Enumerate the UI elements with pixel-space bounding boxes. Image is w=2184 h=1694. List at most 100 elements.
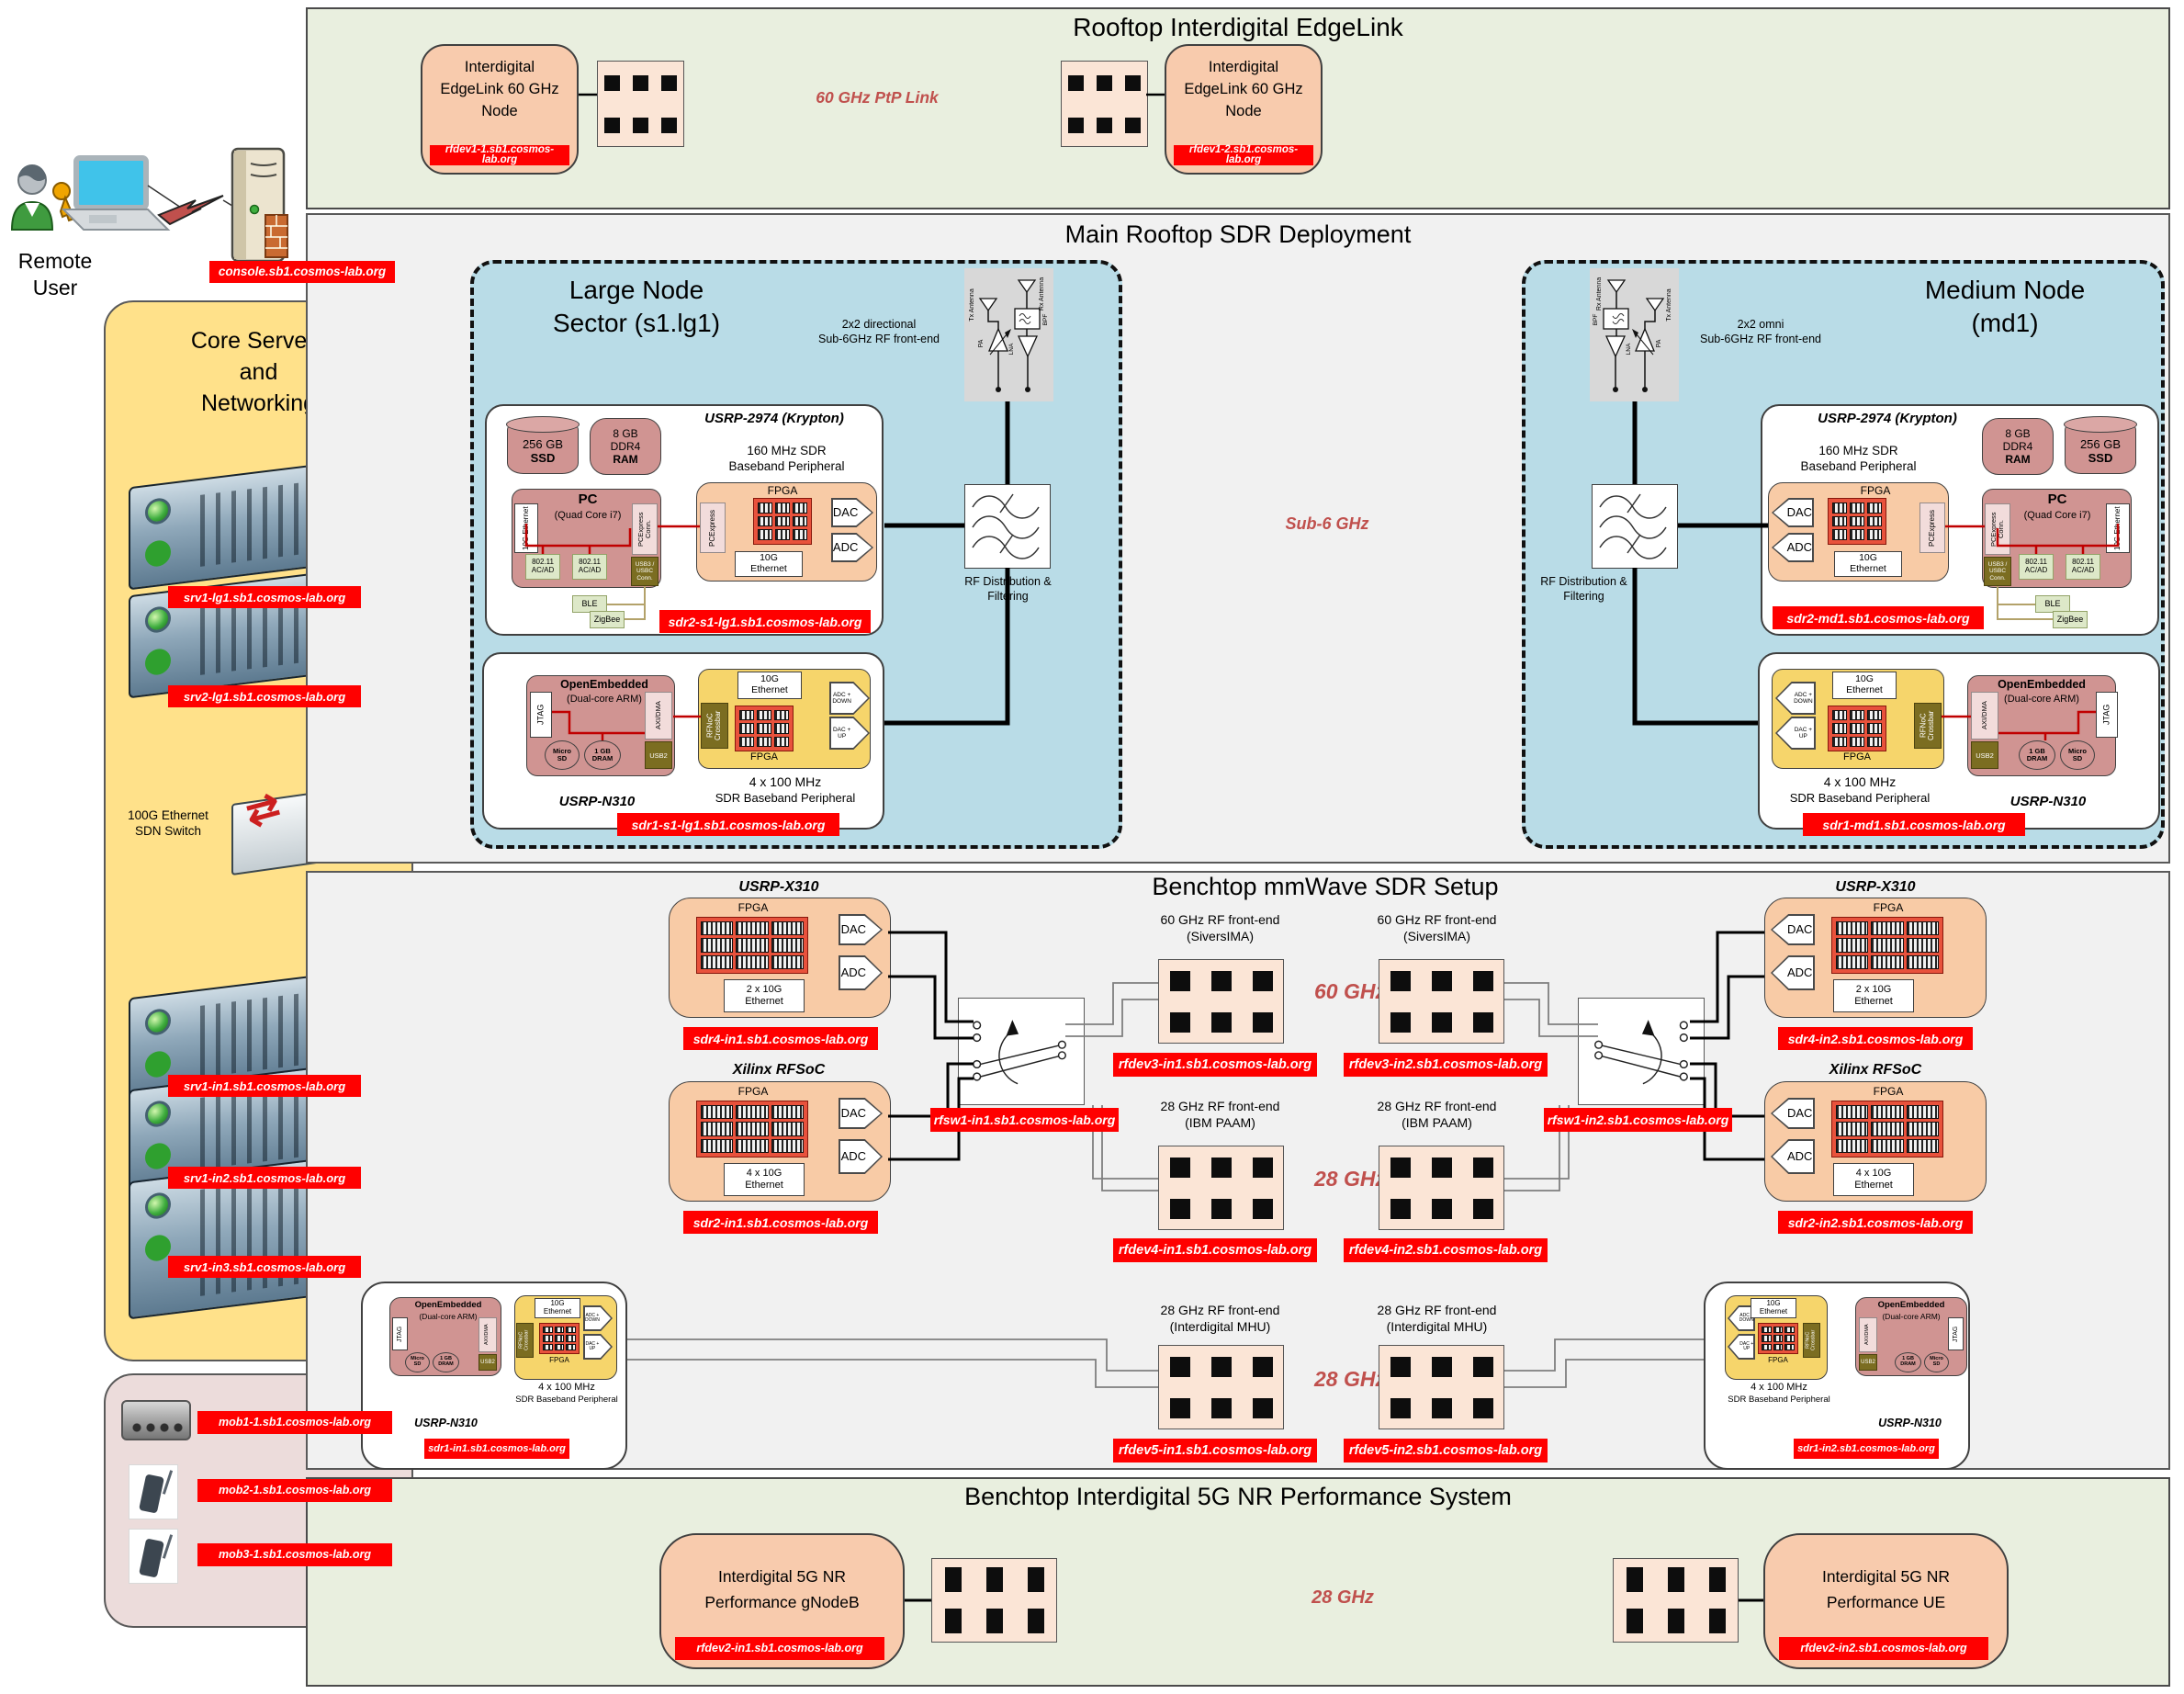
frontend-lna-label: LNA	[1008, 343, 1015, 355]
adc-down-label: ADC + DOWN	[832, 691, 851, 705]
edgelink-right-line3: Node	[1225, 102, 1262, 119]
n310-fpga-label-bench-left: FPGA	[549, 1356, 569, 1364]
fpga-label-large: FPGA	[767, 484, 798, 497]
x310-title-right: USRP-X310	[1835, 879, 1916, 895]
edgelink-left-line3: Node	[481, 102, 518, 119]
microsd-medium: Micro SD	[2060, 740, 2095, 770]
frontend-rx-label-md: Rx Antenna	[1596, 277, 1603, 311]
rfsoc-title-right: Xilinx RFSoC	[1829, 1062, 1922, 1078]
antenna-array-icon-gnodeb	[931, 1558, 1057, 1643]
rfsoc-title-left: Xilinx RFSoC	[732, 1062, 826, 1078]
laptop-icon	[61, 155, 171, 231]
rfsoc-dac-label: DAC	[840, 1105, 867, 1120]
host-label-rfsw1-in1: rfsw1-in1.sb1.cosmos-lab.org	[930, 1108, 1119, 1132]
bb-cap-m1: 160 MHz SDR	[1818, 444, 1898, 457]
gnodeb-line1: Interdigital 5G NR	[717, 1567, 847, 1586]
frontend-caption-28a-left: 28 GHz RF front-end (IBM PAAM)	[1126, 1099, 1314, 1131]
host-label-rfdev4-in2: rfdev4-in2.sb1.cosmos-lab.org	[1344, 1238, 1548, 1262]
host-label-sdr2-s1-lg1: sdr2-s1-lg1.sb1.cosmos-lab.org	[659, 610, 871, 633]
cap60-l2: (SiversIMA)	[1186, 928, 1255, 943]
host-label-srv2-lg1: srv2-lg1.sb1.cosmos-lab.org	[168, 685, 361, 707]
host-label-srv1-in2: srv1-in2.sb1.cosmos-lab.org	[168, 1167, 361, 1189]
cap28a-r2: (IBM PAAM)	[1402, 1114, 1472, 1130]
pc-title-large: PC	[578, 491, 598, 507]
cap60-r1: 60 GHz RF front-end	[1377, 912, 1497, 927]
host-label-sdr4-in2: sdr4-in2.sb1.cosmos-lab.org	[1778, 1027, 1973, 1050]
rfsoc-eth-l2: Ethernet	[745, 1180, 783, 1191]
rfdist-m2: Filtering	[1563, 589, 1604, 603]
band-label-60: 60 GHz	[1314, 979, 1386, 1003]
n310-10g-bench-left: 10G Ethernet	[535, 1298, 580, 1318]
frontend-tx-label-md: Tx Antenna	[1666, 288, 1672, 322]
n310br-eth2: Ethernet	[1759, 1307, 1788, 1316]
axi-bench-right: AXI/DMA	[1859, 1317, 1877, 1352]
rfsoc-eth-l1: 4 x 10G	[746, 1168, 782, 1180]
host-label-rfdev1-1: rfdev1-1.sb1.cosmos-lab.org	[430, 144, 569, 165]
remote-user-illustration	[10, 147, 288, 263]
frontend-pa-label: PA	[978, 339, 985, 347]
cap28b-l2: (Interdigital MHU)	[1169, 1318, 1271, 1334]
core-title-line1: Core Servers	[190, 328, 327, 354]
n310-10g-medium: 10G Ethernet	[1832, 672, 1897, 699]
edgelink-left-line2: EdgeLink 60 GHz	[440, 80, 559, 97]
x310-dac-label-r: DAC	[1786, 921, 1813, 936]
pc-10g-ethernet-large: 10G Ethernet	[514, 503, 538, 553]
x310-fpga-grid-right	[1831, 917, 1943, 974]
rfdist-l2: Filtering	[987, 589, 1029, 603]
dac-label-md: DAC	[1786, 504, 1813, 519]
rfsoc-fpga-label-left: FPGA	[737, 1085, 769, 1098]
dram-large: 1 GB DRAM	[584, 740, 621, 770]
rfsoc-fpga-grid-right	[1831, 1101, 1943, 1158]
pcie-large: PCExpress	[700, 503, 726, 553]
rf-filter-box-medium	[1592, 484, 1678, 569]
frontend-bpf-label: BPF	[1042, 314, 1049, 326]
n310bl-cap2: SDR Baseband Peripheral	[515, 1394, 618, 1405]
n310-10g-l2: Ethernet	[751, 684, 788, 695]
frontend-rx-label: Rx Antenna	[1039, 277, 1045, 311]
host-label-sdr2-in1: sdr2-in1.sb1.cosmos-lab.org	[683, 1211, 878, 1234]
rfsoc-fpga-grid-left	[696, 1101, 808, 1158]
cap60-l1: 60 GHz RF front-end	[1160, 912, 1280, 927]
usb2-medium: USB2	[1971, 741, 1998, 769]
n310-caption-large: 4 x 100 MHz SDR Baseband Peripheral	[693, 774, 877, 806]
ue-label: Interdigital 5G NR Performance UE	[1768, 1564, 2004, 1615]
n310-10g-m1: 10G	[1855, 673, 1874, 685]
x310-adc-label: ADC	[840, 965, 867, 979]
host-label-sdr1-md1: sdr1-md1.sb1.cosmos-lab.org	[1803, 813, 2025, 836]
core-title-line3: Networking	[200, 390, 317, 416]
n310-title-bench-left: USRP-N310	[414, 1417, 478, 1429]
oe-title-large: OpenEmbedded	[560, 678, 648, 691]
x310-eth-r1: 2 x 10G	[1855, 984, 1892, 996]
rooftop-band-label: Sub-6 GHz	[1285, 514, 1369, 533]
ram-m3: RAM	[2005, 453, 2031, 466]
x310-dac-label: DAC	[840, 921, 867, 936]
n310-10g-bench-right: 10G Ethernet	[1751, 1298, 1796, 1318]
mobile-node-icon-3	[129, 1529, 178, 1584]
n310bl-eth1: 10G	[550, 1299, 565, 1308]
host-label-rfdev4-in1: rfdev4-in1.sb1.cosmos-lab.org	[1113, 1238, 1317, 1262]
ram-box-medium: 8 GB DDR4 RAM	[1982, 418, 2054, 475]
x310-eth-l1: 2 x 10G	[746, 984, 782, 996]
n310-10g-large: 10G Ethernet	[737, 672, 802, 699]
n310-cap-l1: 4 x 100 MHz	[749, 774, 822, 789]
host-label-srv1-lg1: srv1-lg1.sb1.cosmos-lab.org	[168, 586, 361, 608]
edgelink-node-left-label: Interdigital EdgeLink 60 GHz Node	[424, 57, 575, 123]
cap28b-l1: 28 GHz RF front-end	[1160, 1303, 1280, 1317]
bb10g-m1: 10G	[1859, 552, 1877, 564]
lightning-bolt-icon	[157, 195, 224, 226]
n310br-eth1: 10G	[1766, 1299, 1781, 1308]
gnodeb-line2: Performance gNodeB	[704, 1593, 860, 1611]
adc-down-bl: ADC + DOWN	[585, 1312, 600, 1323]
sdn-switch-caption-line2: SDN Switch	[134, 823, 201, 838]
antenna-array-icon-28a-right	[1379, 1146, 1504, 1230]
x310-eth-r2: Ethernet	[1854, 996, 1893, 1007]
oe-title-bench-left: OpenEmbedded	[414, 1300, 482, 1310]
ram-m2: DDR4	[2002, 440, 2033, 453]
rfsoc-adc-label-r: ADC	[1786, 1148, 1813, 1163]
n310-caption-medium: 4 x 100 MHz SDR Baseband Peripheral	[1768, 774, 1952, 806]
n310-caption-bench-right: 4 x 100 MHz SDR Baseband Peripheral	[1719, 1382, 1839, 1406]
filter-waves-icon	[972, 493, 1040, 559]
jtag-large: JTAG	[530, 692, 552, 738]
antenna-array-icon-edgelink-right	[1061, 61, 1148, 147]
